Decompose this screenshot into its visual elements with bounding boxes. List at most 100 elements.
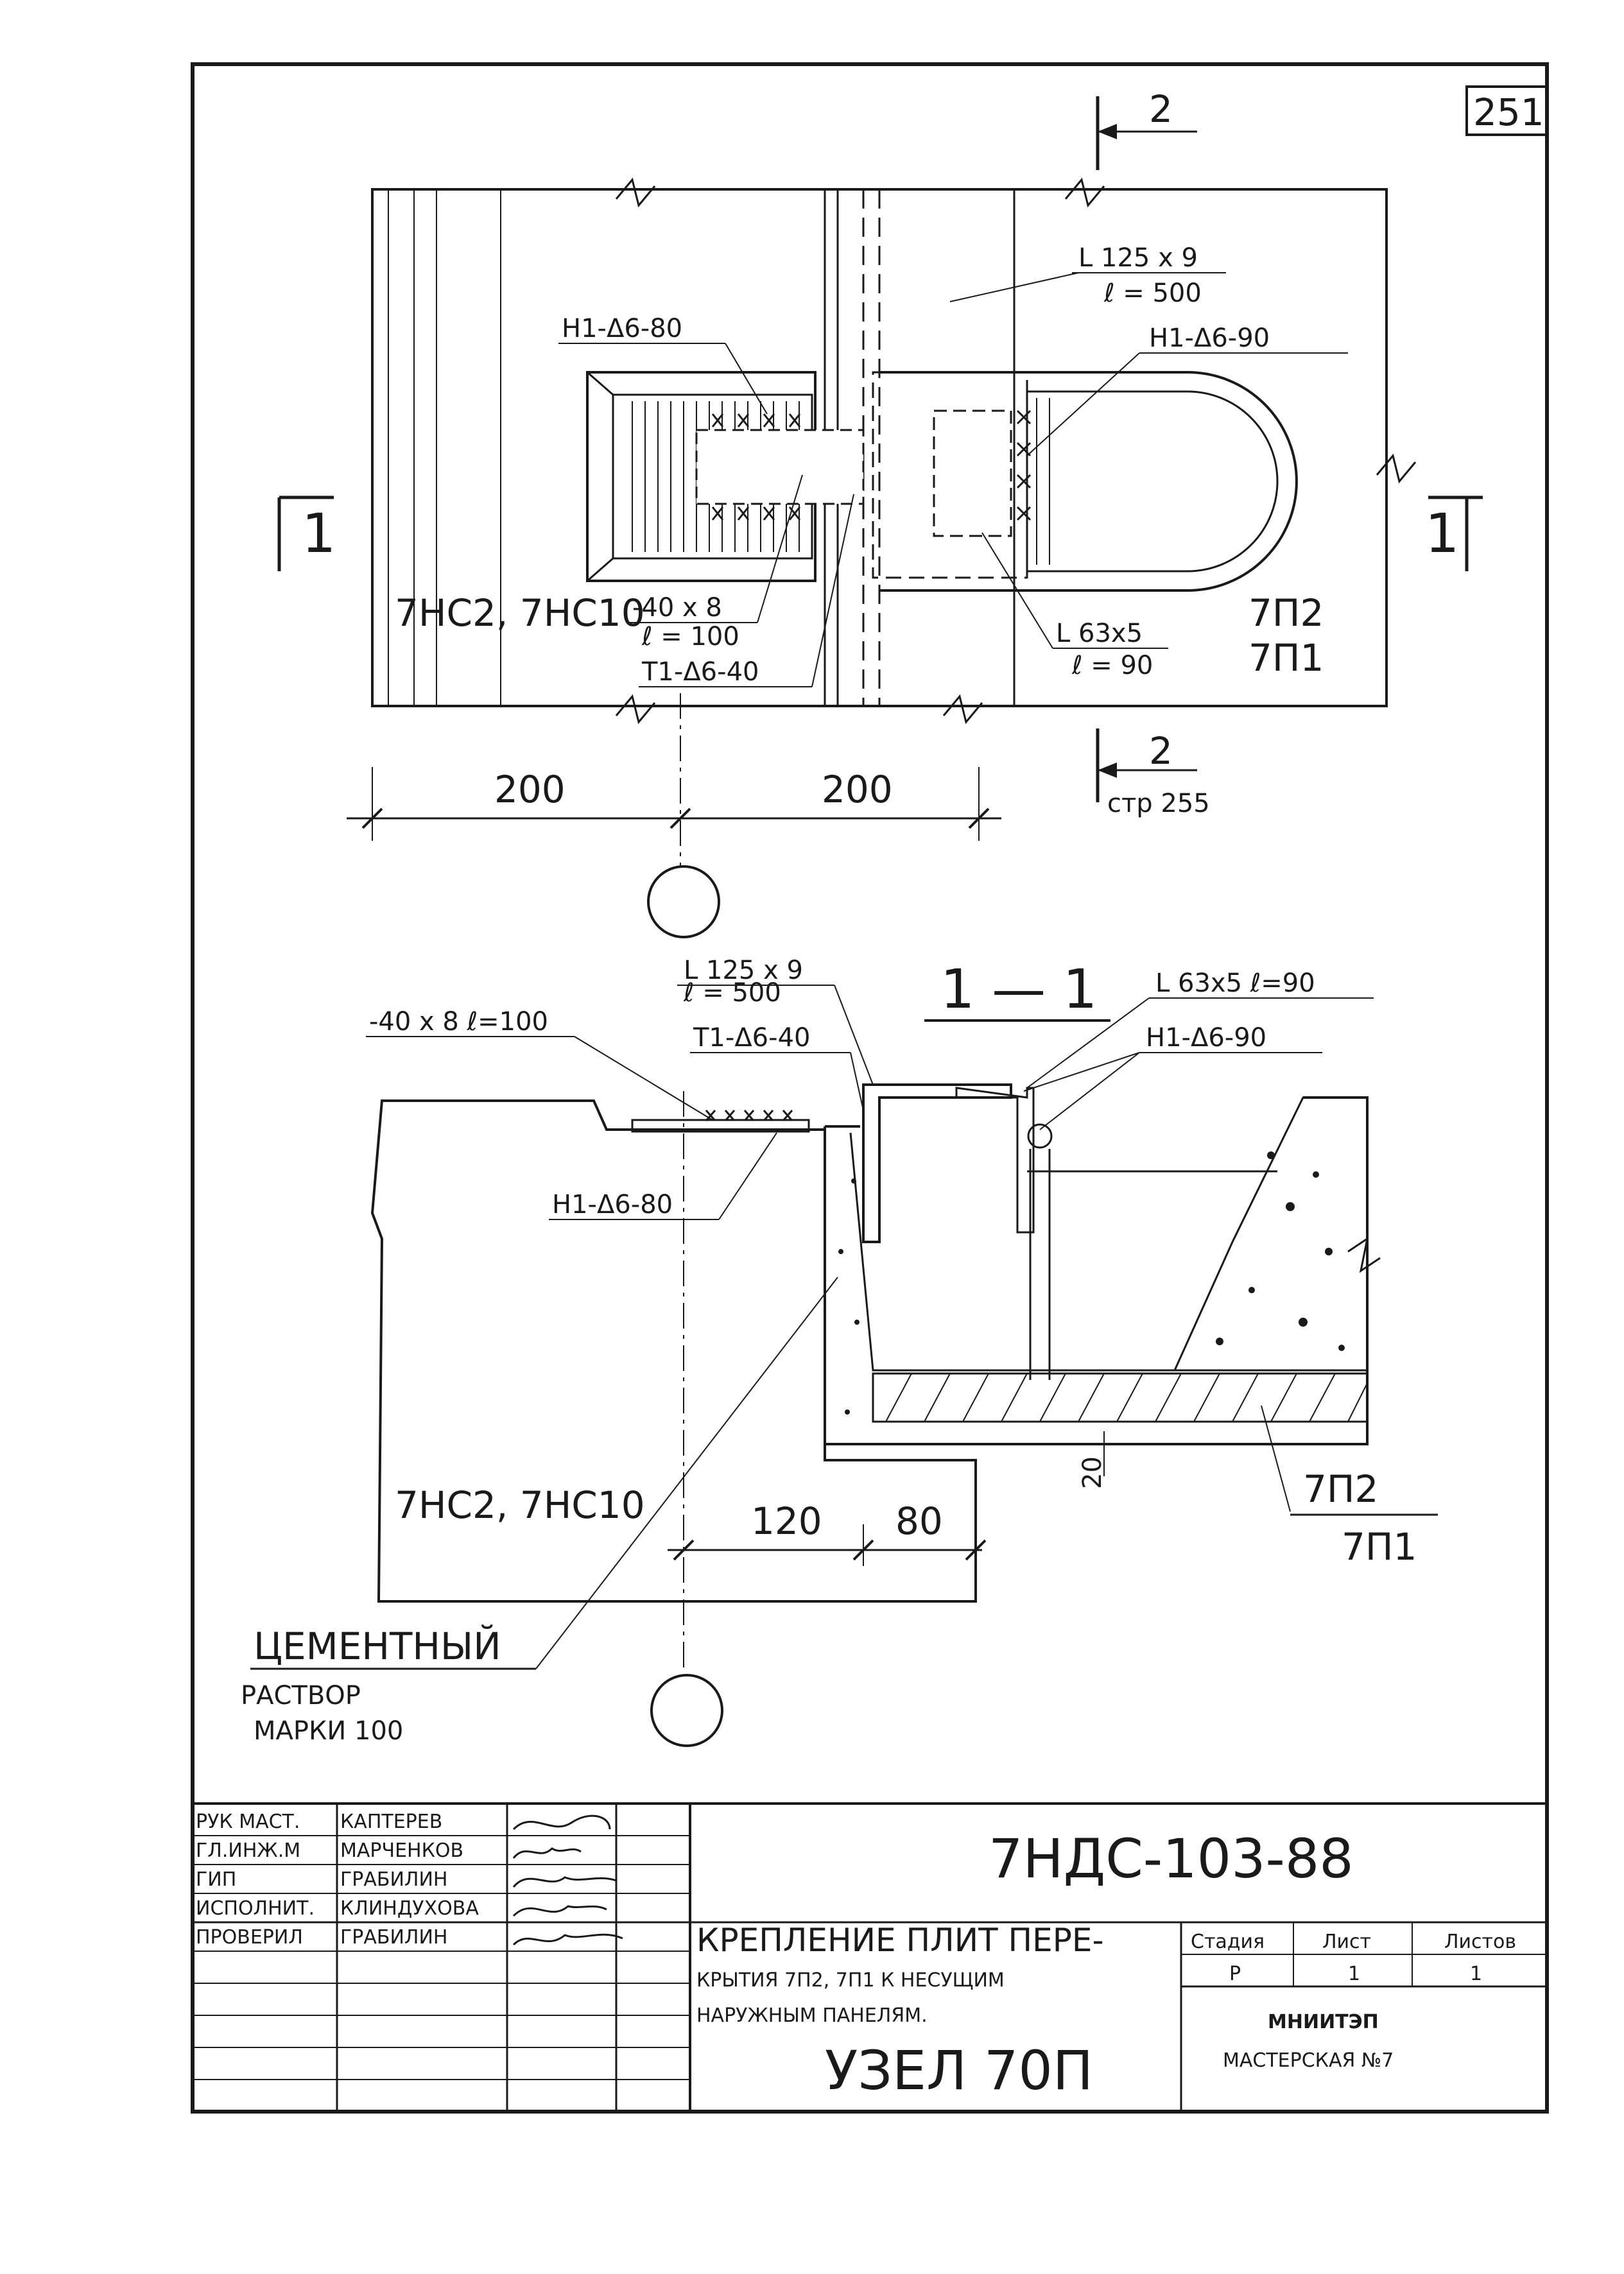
break-mark <box>1376 453 1417 484</box>
slab-band-hatch <box>885 1373 1368 1422</box>
small-angle-section <box>955 1087 1035 1234</box>
section-mark-label: 1 <box>1425 502 1459 565</box>
section-mark-label: 2 <box>1149 87 1173 131</box>
break-mark <box>615 177 656 208</box>
angle-label: L 63x5 <box>1056 619 1143 648</box>
section-mark-label: 1 <box>302 502 336 565</box>
person-name: ГРАБИЛИН <box>340 1926 448 1949</box>
loop-hatching <box>1036 398 1050 565</box>
stage-value: Р <box>1229 1963 1241 1985</box>
angle-length: ℓ = 90 <box>1071 651 1153 680</box>
weld-marks-left <box>711 413 801 521</box>
weld-marks-section <box>705 1110 793 1121</box>
strip-plate <box>631 1119 810 1133</box>
section-title: 1 — 1 <box>940 958 1097 1021</box>
leader-line <box>718 1132 777 1220</box>
leader-line <box>834 985 874 1085</box>
dimension-value: 200 <box>494 768 566 811</box>
dimension-value: 80 <box>895 1499 943 1543</box>
slab-band <box>872 1372 1369 1423</box>
weld-label: Н1-Δ6-90 <box>1149 323 1270 353</box>
strip-length: ℓ = 100 <box>641 622 739 651</box>
leader-line <box>981 532 1053 649</box>
leader-line <box>725 343 768 415</box>
weld-label: Т1-Δ6-40 <box>693 1023 810 1053</box>
leader-line <box>574 1036 713 1121</box>
organization-workshop: МАСТЕРСКАЯ №7 <box>1223 2049 1394 2072</box>
loop-bar <box>1027 1123 1053 1149</box>
angle-length: ℓ = 500 <box>683 978 781 1008</box>
mortar-label: ЦЕМЕНТНЫЙ <box>254 1624 501 1668</box>
break-mark <box>942 694 983 725</box>
angle-label: L 125 x 9 <box>1078 243 1198 273</box>
section-arrow <box>1098 124 1117 139</box>
weld-marks-right <box>1016 409 1032 521</box>
axis-marker <box>647 865 720 938</box>
section-view: 1 — 1 L <box>241 956 1438 1747</box>
leader-line <box>949 272 1079 302</box>
slab-label: 7П2 <box>1248 591 1324 635</box>
break-mark <box>1347 1236 1381 1273</box>
page-number: 251 <box>1473 90 1544 134</box>
drawing-description: КРЕПЛЕНИЕ ПЛИТ ПЕРЕ- <box>696 1922 1104 1959</box>
section-arrow <box>1098 762 1117 778</box>
person-name: МАРЧЕНКОВ <box>340 1839 463 1862</box>
strip-label: -40 x 8 ℓ=100 <box>369 1007 548 1037</box>
signatures <box>512 1814 623 1946</box>
break-mark <box>1064 177 1105 208</box>
leader-line <box>1039 1052 1140 1130</box>
hidden-slab-outline <box>872 371 1028 579</box>
angle-label: L 63x5 ℓ=90 <box>1155 969 1315 998</box>
weld-label: Т1-Δ6-40 <box>641 657 759 687</box>
panel-label: 7НС2, 7НС10 <box>395 1483 645 1527</box>
weld-label: Н1-Δ6-80 <box>562 314 682 343</box>
angle-label: L 125 x 9 <box>684 956 803 985</box>
page-number-box <box>1465 85 1548 136</box>
leader-line <box>811 494 854 687</box>
mortar-label: РАСТВОР <box>241 1681 361 1710</box>
strip-label: -40 x 8 <box>632 593 722 623</box>
cavity-inner <box>849 1132 1361 1372</box>
page-reference: стр 255 <box>1107 789 1210 818</box>
angle-length: ℓ = 500 <box>1103 279 1202 308</box>
leader-line <box>1026 997 1150 1089</box>
title-block: РУК МАСТ. ГЛ.ИНЖ.М ГИП ИСПОЛНИТ. ПРОВЕРИ… <box>193 1802 1547 2112</box>
leader-line <box>535 1277 838 1669</box>
role-label: ИСПОЛНИТ. <box>196 1897 315 1920</box>
leader-line <box>1026 352 1140 456</box>
small-angle-outline <box>933 409 1012 537</box>
recess-line <box>587 557 614 582</box>
dimension-value: 200 <box>822 768 893 811</box>
drawing-description: КРЫТИЯ 7П2, 7П1 К НЕСУЩИМ <box>696 1969 1005 1992</box>
dimension-value: 120 <box>751 1499 822 1543</box>
person-name: КЛИНДУХОВА <box>340 1897 479 1920</box>
recess-line <box>587 371 614 396</box>
plan-view: 1 1 2 2 стр 255 L 125 x 9 ℓ = 500 Н1-Δ6-… <box>277 87 1483 938</box>
section-mark-label: 2 <box>1149 729 1173 773</box>
leader-line <box>1023 1052 1140 1092</box>
role-label: ГЛ.ИНЖ.М <box>196 1839 300 1862</box>
weld-label: Н1-Δ6-90 <box>1146 1023 1266 1053</box>
weld-label: Н1-Δ6-80 <box>552 1190 673 1219</box>
leader-line <box>850 1052 864 1111</box>
slab-label: 7П1 <box>1342 1525 1417 1569</box>
loop-recess-inner <box>1027 390 1279 573</box>
leader-line <box>757 474 803 623</box>
angle-section <box>862 1083 1012 1243</box>
panel-label: 7НС2, 7НС10 <box>395 591 645 635</box>
node-label: УЗЕЛ 70П <box>825 2039 1093 2102</box>
person-name: КАПТЕРЕВ <box>340 1811 442 1833</box>
role-label: РУК МАСТ. <box>196 1811 300 1833</box>
sheets-header: Листов <box>1444 1931 1516 1953</box>
embedded-plate-strip <box>695 429 865 505</box>
slab-label: 7П2 <box>1303 1467 1378 1511</box>
sheet-value: 1 <box>1348 1963 1360 1985</box>
stage-header: Стадия <box>1191 1931 1265 1953</box>
dimension-value: 20 <box>1078 1456 1107 1489</box>
slab-concrete <box>1173 1096 1369 1372</box>
drawing-description: НАРУЖНЫМ ПАНЕЛЯМ. <box>696 2004 928 2027</box>
mortar-label: МАРКИ 100 <box>254 1716 403 1746</box>
dimension-tick <box>673 1539 987 1561</box>
loop-recess-outer <box>879 371 1298 592</box>
